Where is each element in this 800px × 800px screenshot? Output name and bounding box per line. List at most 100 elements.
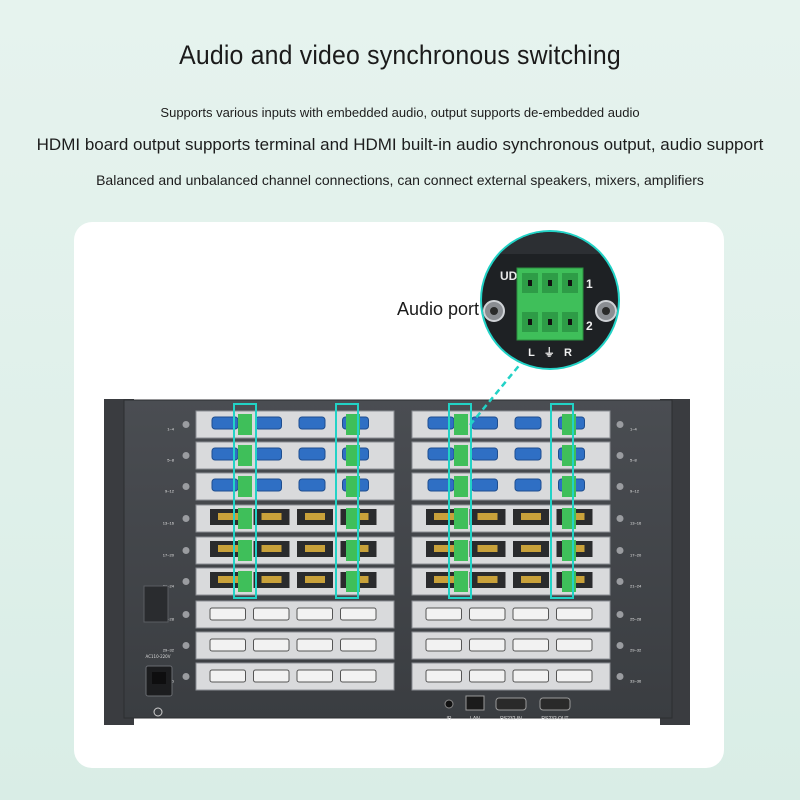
panel-screw-icon [616, 483, 624, 490]
hdmi-port-contacts [477, 545, 498, 552]
hdmi-port-contacts [477, 513, 498, 520]
panel-screw-icon [182, 642, 190, 649]
dvi-port-icon [556, 669, 593, 683]
panel-screw-icon [616, 642, 624, 649]
audio-terminal-icon [454, 445, 468, 466]
lan-port-icon [465, 695, 485, 711]
feature-line-2: HDMI board output supports terminal and … [36, 135, 764, 154]
dvi-port-icon [340, 669, 377, 683]
vga-port-icon [427, 447, 455, 461]
dvi-port-icon [469, 607, 506, 621]
hdmi-port-contacts [218, 513, 238, 520]
dvi-port-icon [209, 669, 246, 683]
row-label-right: 9~12 [630, 489, 640, 494]
power-label: AC110-220V [146, 654, 171, 659]
zoom-pin-labels: L ⏚ R [528, 346, 572, 359]
panel-screw-icon [182, 421, 190, 428]
ground-icon [153, 707, 163, 717]
audio-terminal-icon [238, 540, 252, 561]
dvi-port-icon [425, 638, 462, 652]
dvi-port-icon [512, 638, 549, 652]
row-label-left: 25~28 [163, 617, 175, 622]
vga-port-icon [255, 478, 282, 492]
dvi-port-icon [340, 607, 377, 621]
audio-terminal-icon [238, 476, 252, 497]
panel-screw-icon [616, 547, 624, 554]
vga-port-icon [298, 416, 326, 430]
row-label-right: 1~4 [630, 427, 638, 432]
audio-terminal-icon [346, 476, 360, 497]
panel-screw-icon [182, 452, 190, 459]
power-module: AC110-220V [143, 585, 173, 717]
audio-column-highlight [448, 403, 472, 599]
audio-terminal-icon [454, 540, 468, 561]
hdmi-port-contacts [434, 545, 454, 552]
vga-port-icon [514, 478, 542, 492]
hdmi-port-contacts [261, 545, 282, 552]
audio-terminal-icon [346, 445, 360, 466]
audio-port-label: Audio port [397, 299, 480, 319]
hdmi-port-contacts [261, 576, 282, 583]
rs232-in-port-icon [495, 697, 527, 711]
vga-port-icon [298, 447, 326, 461]
dvi-port-icon [425, 607, 462, 621]
hdmi-port-contacts [218, 576, 238, 583]
panel-screw-icon [616, 421, 624, 428]
page-title: Audio and video synchronous switching [179, 40, 621, 70]
panel-screw-icon [616, 673, 624, 680]
audio-port-zoom: UDIO 1 2 L ⏚ R [480, 230, 620, 370]
dvi-port-icon [469, 638, 506, 652]
audio-terminal-icon [454, 508, 468, 529]
audio-terminal-icon [346, 508, 360, 529]
hdmi-port-contacts [521, 545, 541, 552]
row-label-right: 5~8 [630, 458, 638, 463]
hdmi-port-contacts [305, 513, 325, 520]
vga-port-icon [427, 416, 455, 430]
panel-screw-icon [182, 483, 190, 490]
audio-terminal-icon [346, 571, 360, 592]
audio-terminal-icon [346, 540, 360, 561]
hdmi-port-contacts [261, 513, 282, 520]
hdmi-port-contacts [521, 576, 541, 583]
hdmi-port-contacts [305, 576, 325, 583]
audio-terminal-icon [238, 571, 252, 592]
panel-screw-icon [616, 578, 624, 585]
panel-screw-icon [616, 611, 624, 618]
audio-terminal-icon [238, 508, 252, 529]
row-label-left: 21~24 [163, 584, 175, 589]
row-label-left: 5~8 [167, 458, 175, 463]
audio-port-highlights [233, 403, 574, 599]
row-label-right: 17~20 [630, 553, 642, 558]
rs232-out-port-icon [539, 697, 571, 711]
hdmi-port-contacts [477, 576, 498, 583]
row-label-left: 13~16 [163, 521, 175, 526]
dvi-port-icon [209, 607, 246, 621]
vga-port-icon [255, 416, 282, 430]
hdmi-port-contacts [521, 513, 541, 520]
row-label-right: 33~36 [630, 679, 642, 684]
panel-screw-icon [182, 673, 190, 680]
audio-terminal-icon [346, 414, 360, 435]
row-label-right: 25~28 [630, 617, 642, 622]
port-label-lan: LAN [470, 716, 480, 722]
row-label-left: 9~12 [165, 489, 175, 494]
zoom-channel-1: 1 [586, 277, 593, 291]
row-label-left: 29~32 [163, 648, 175, 653]
hdmi-port-contacts [434, 513, 454, 520]
audio-terminal-icon [238, 414, 252, 435]
callout-leader-line [469, 361, 523, 426]
io-card-slots [182, 410, 624, 691]
audio-column-highlight [550, 403, 574, 599]
dvi-port-icon [512, 607, 549, 621]
dvi-port-icon [253, 669, 290, 683]
feature-line-1: Supports various inputs with embedded au… [160, 105, 640, 120]
audio-terminal-icon [454, 571, 468, 592]
vga-port-icon [471, 447, 498, 461]
vga-port-icon [255, 447, 282, 461]
audio-terminal-icon [238, 445, 252, 466]
audio-terminal-block-icon [516, 267, 584, 341]
dvi-port-icon [512, 669, 549, 683]
audio-terminal-icon [454, 476, 468, 497]
vga-port-icon [298, 478, 326, 492]
